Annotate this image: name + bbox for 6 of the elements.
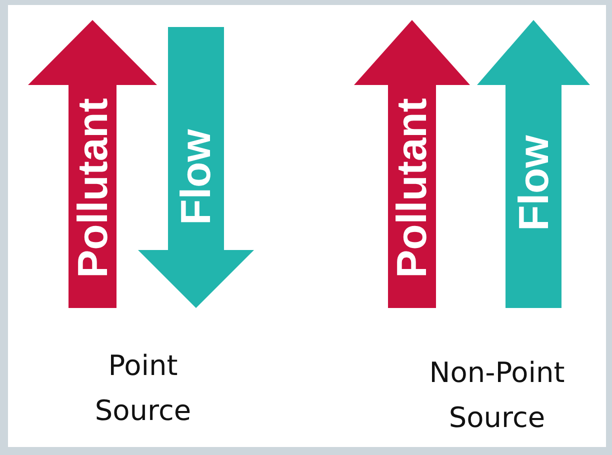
arrow-label: Flow <box>175 129 217 225</box>
arrow-label: Pollutant <box>391 98 433 278</box>
source-caption: Point Source <box>94 348 192 429</box>
arrow-label: Pollutant <box>72 98 114 278</box>
arrow-label: Flow <box>512 135 554 231</box>
source-caption: Non-Point Source <box>428 355 566 436</box>
